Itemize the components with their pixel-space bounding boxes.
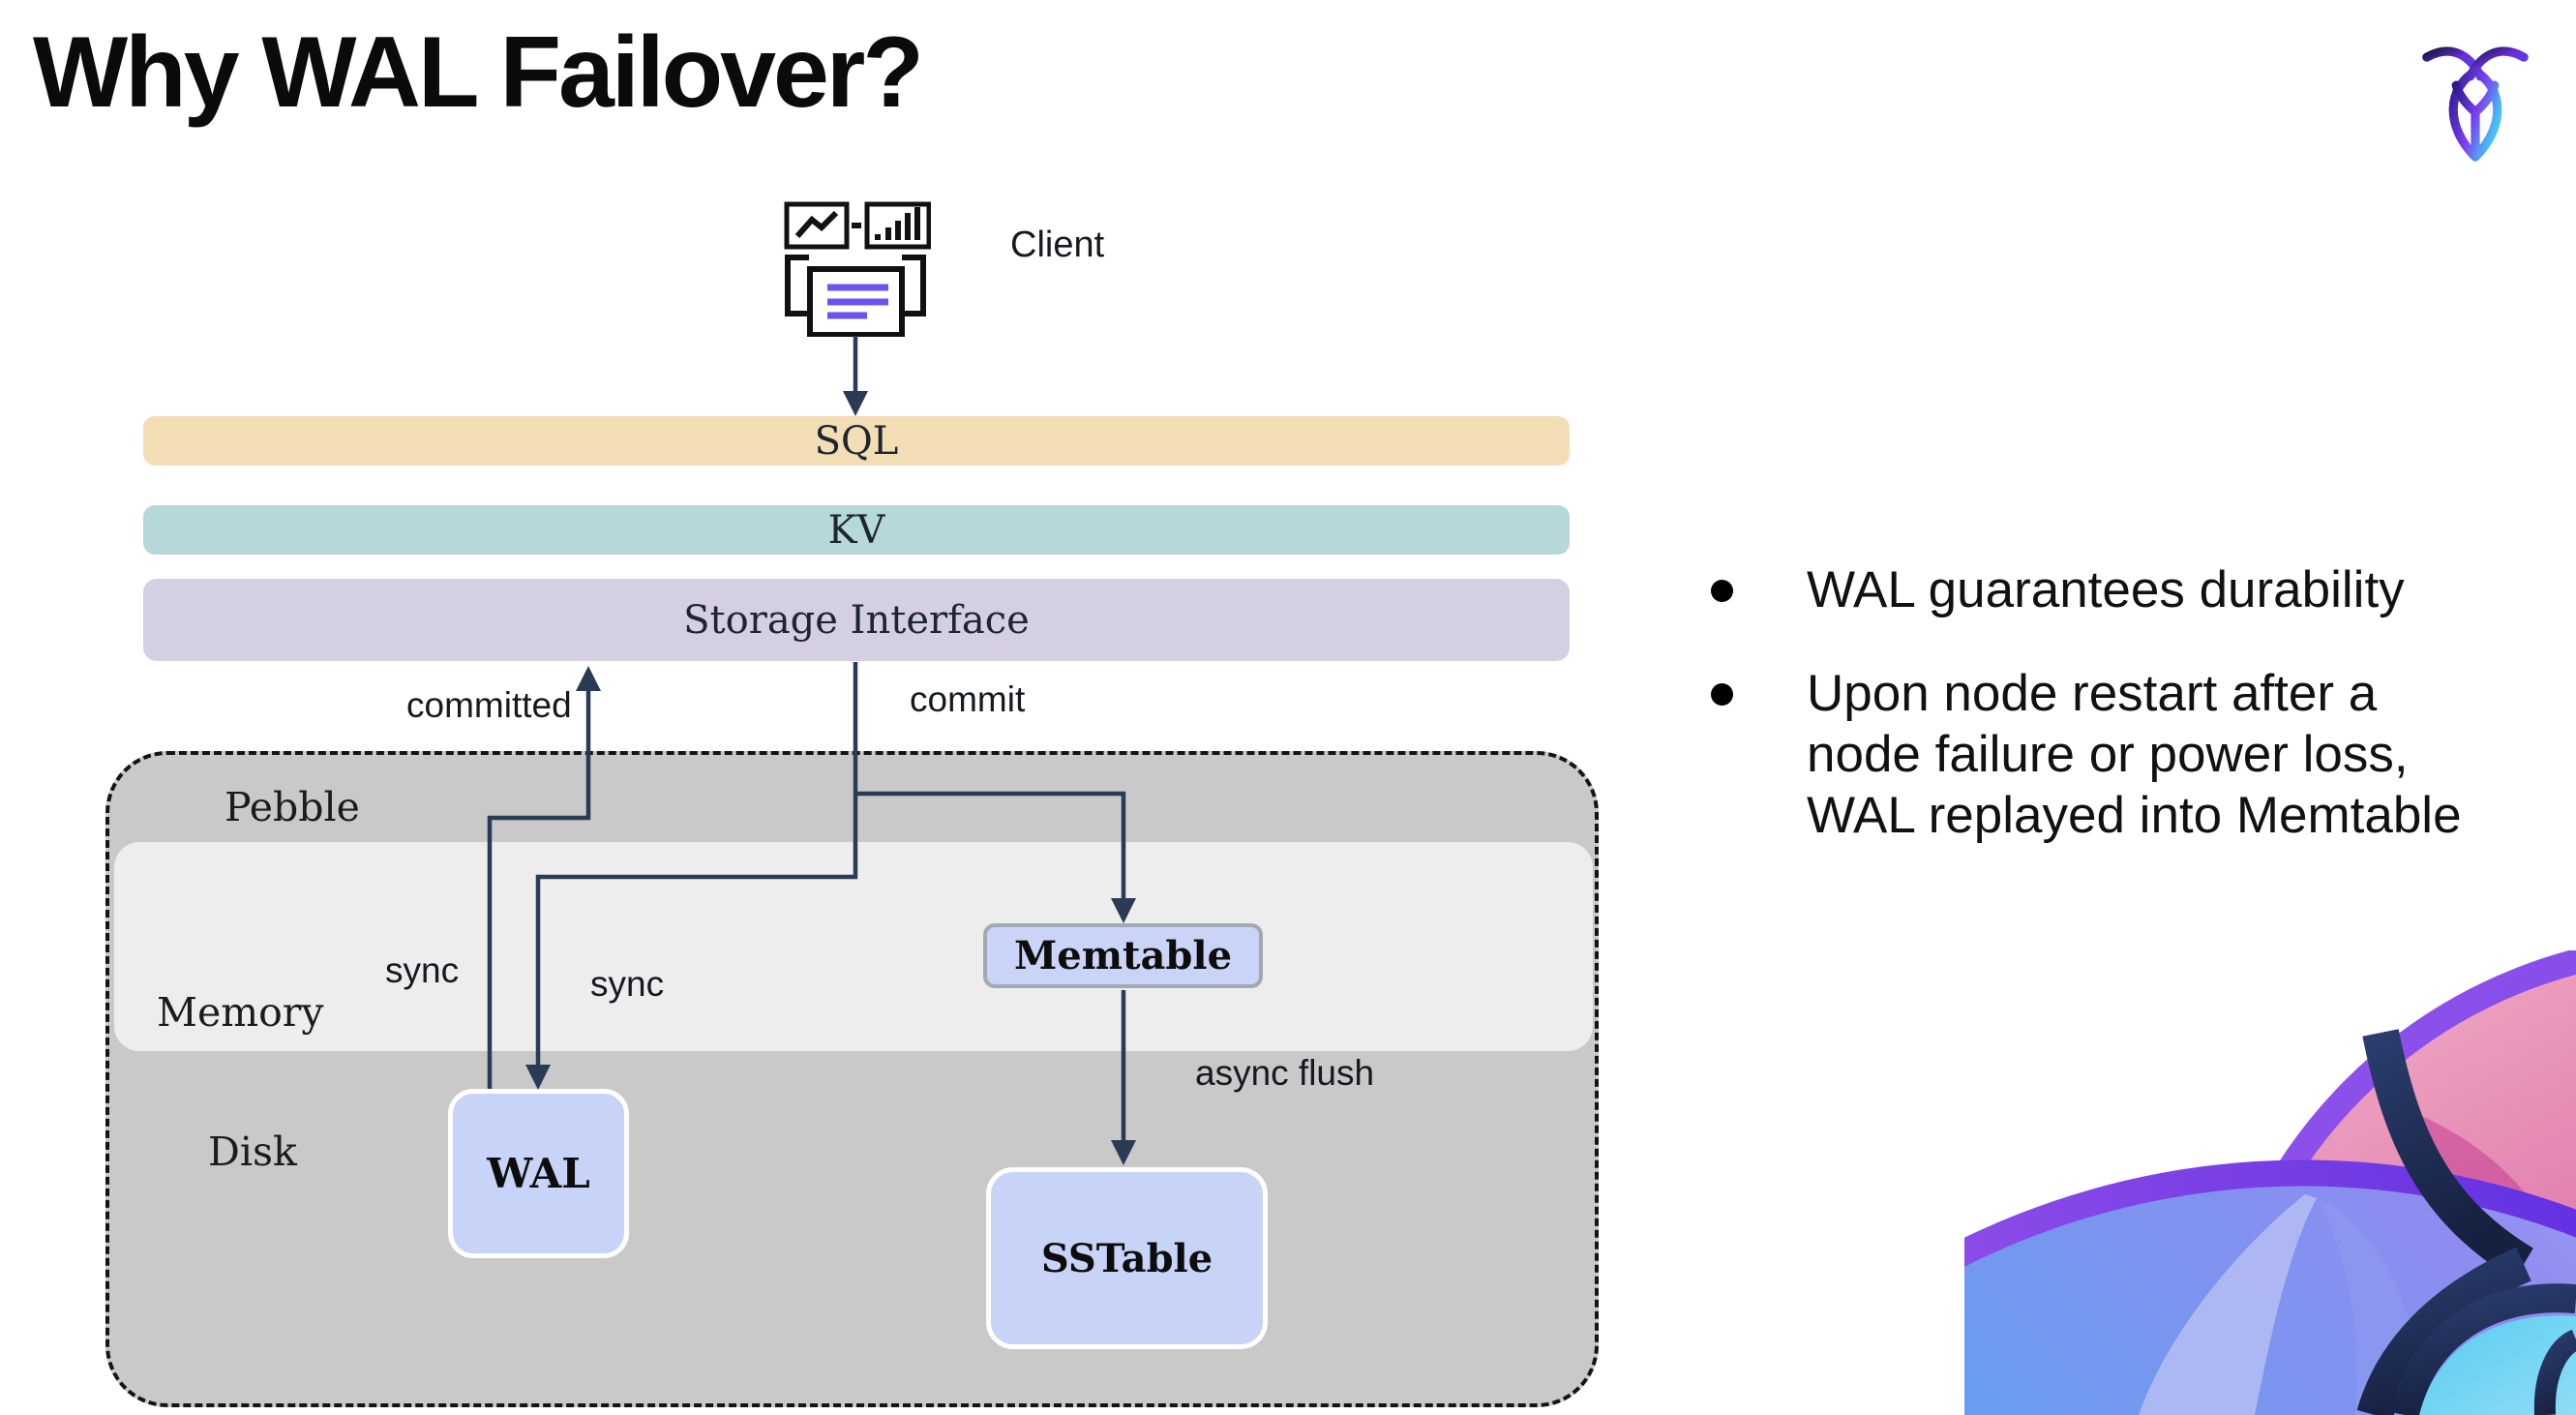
line-chart-icon	[784, 201, 850, 250]
bullet-dot-icon	[1711, 683, 1733, 706]
list-item: WAL guarantees durability	[1711, 559, 2562, 620]
arrowhead-committed	[576, 666, 601, 691]
cockroachdb-logo-icon	[2422, 46, 2529, 162]
wal-node: WAL	[448, 1089, 629, 1258]
disk-label: Disk	[208, 1129, 297, 1175]
committed-edge-label: committed	[406, 685, 572, 725]
monitor-bracket-icon	[785, 255, 811, 316]
sync-left-edge-label: sync	[385, 950, 460, 990]
bullet-list: WAL guarantees durability Upon node rest…	[1711, 559, 2562, 888]
layer-bar-kv: KV	[143, 505, 1570, 555]
list-item: Upon node restart after a node failure o…	[1711, 663, 2562, 846]
pebble-label: Pebble	[225, 784, 360, 830]
client-apps-icon	[784, 201, 931, 337]
layer-label-storage-interface: Storage Interface	[683, 597, 1030, 643]
layer-bar-storage-interface: Storage Interface	[143, 579, 1570, 661]
bullet-text: Upon node restart after a node failure o…	[1807, 665, 2462, 844]
layer-label-kv: KV	[827, 507, 885, 553]
async-flush-edge-label: async flush	[1195, 1053, 1375, 1093]
layer-label-sql: SQL	[814, 418, 899, 464]
sync-right-edge-label: sync	[590, 964, 665, 1004]
commit-edge-label: commit	[910, 679, 1026, 719]
memory-band	[114, 842, 1593, 1051]
bullet-text: WAL guarantees durability	[1807, 561, 2405, 618]
memtable-label: Memtable	[1013, 933, 1233, 978]
layer-bar-sql: SQL	[143, 416, 1570, 466]
cockroachdb-brand-art-icon	[1964, 950, 2576, 1415]
bullet-dot-icon	[1711, 580, 1733, 602]
page-title: Why WAL Failover?	[33, 16, 924, 129]
memtable-node: Memtable	[983, 923, 1263, 988]
wal-label: WAL	[487, 1150, 590, 1197]
memory-label: Memory	[157, 989, 324, 1036]
sstable-node: SSTable	[986, 1167, 1268, 1349]
arrowhead-client-sql	[843, 391, 868, 416]
client-label: Client	[1010, 225, 1105, 265]
sstable-label: SSTable	[1040, 1235, 1213, 1281]
